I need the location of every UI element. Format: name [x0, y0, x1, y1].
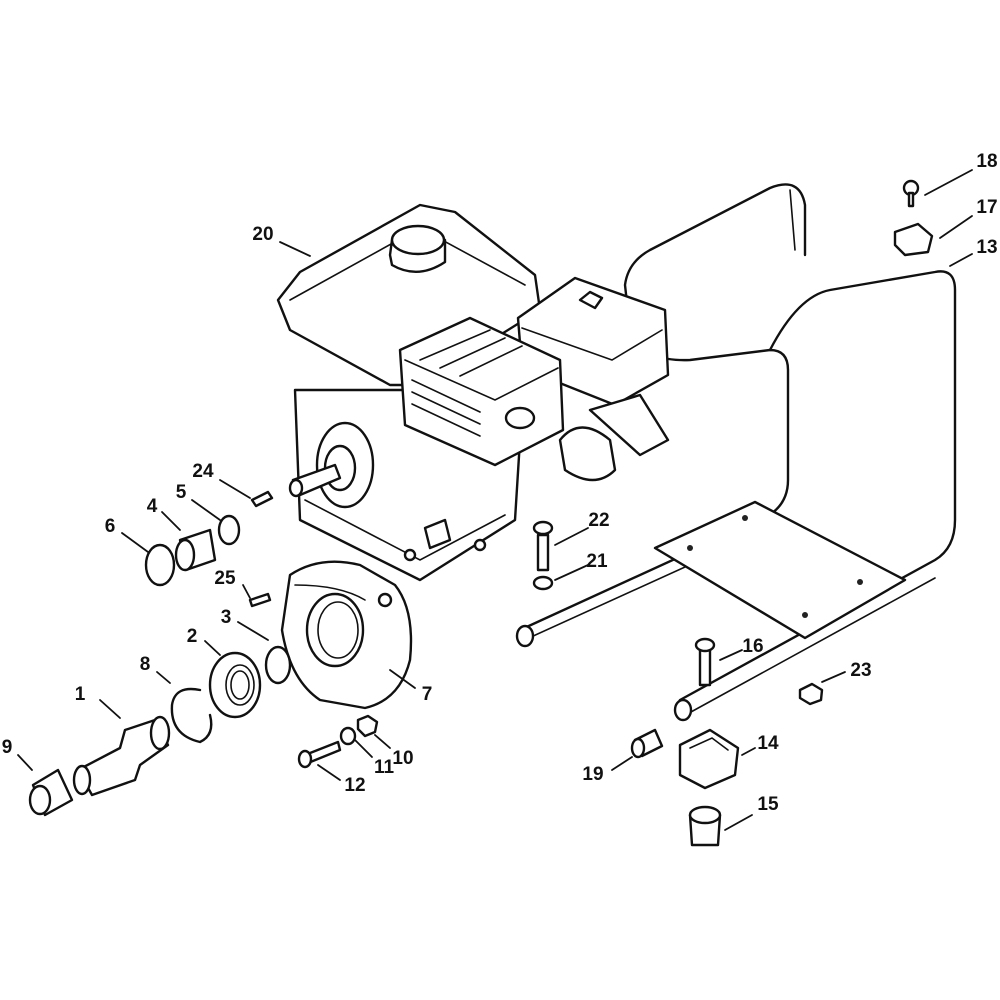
callout-10: 10	[392, 748, 413, 769]
callout-2: 2	[187, 626, 198, 647]
cap-part-15[interactable]	[688, 805, 722, 847]
callout-6: 6	[105, 516, 116, 537]
callout-1: 1	[75, 684, 86, 705]
housing-part-7[interactable]	[280, 560, 413, 710]
callout-5: 5	[176, 482, 187, 503]
knob-part-17[interactable]	[893, 222, 934, 257]
callout-labels: 1 2 3 4 5 6 7 8 9 10 11 12 13 14 15 16 1…	[2, 151, 998, 815]
callout-14: 14	[757, 733, 779, 754]
engine-part-20[interactable]	[276, 203, 670, 582]
callout-18: 18	[976, 151, 997, 172]
plug-part-19[interactable]	[630, 728, 664, 759]
callout-9: 9	[2, 737, 13, 758]
washer-part-11[interactable]	[339, 726, 357, 746]
callout-4: 4	[147, 496, 158, 517]
sleeve-part-9[interactable]	[28, 768, 74, 817]
bolt-part-12[interactable]	[297, 740, 342, 769]
bearing-part-2[interactable]	[208, 651, 262, 719]
nut-part-10[interactable]	[356, 714, 379, 738]
bushing-part-4[interactable]	[174, 528, 217, 572]
callout-15: 15	[757, 794, 779, 815]
foot-part-14[interactable]	[678, 728, 740, 790]
washer-part-21[interactable]	[532, 575, 554, 591]
nut-part-23[interactable]	[798, 682, 824, 706]
callout-20: 20	[252, 224, 273, 245]
callout-23: 23	[850, 660, 871, 681]
callout-3: 3	[221, 607, 232, 628]
callout-12: 12	[344, 775, 365, 796]
callout-7: 7	[422, 684, 433, 705]
key-part-24[interactable]	[250, 490, 274, 508]
seal-ring-part-6[interactable]	[144, 543, 176, 587]
callout-16: 16	[742, 636, 763, 657]
frame-part-13[interactable]	[515, 183, 957, 722]
callout-22: 22	[588, 510, 609, 531]
shaft-part-1[interactable]	[72, 715, 171, 797]
callout-25: 25	[214, 568, 236, 589]
callout-11: 11	[374, 757, 395, 778]
leader-lines	[17, 169, 973, 831]
pin-part-25[interactable]	[248, 592, 272, 608]
callout-19: 19	[582, 764, 603, 785]
bolt-part-16[interactable]	[694, 637, 716, 687]
callout-8: 8	[140, 654, 151, 675]
callout-21: 21	[586, 551, 608, 572]
o-ring-part-5[interactable]	[217, 514, 241, 546]
callout-13: 13	[976, 237, 997, 258]
screw-part-18[interactable]	[902, 179, 920, 208]
circlip-part-8[interactable]	[170, 687, 213, 744]
callout-17: 17	[976, 197, 997, 218]
ring-part-3[interactable]	[264, 645, 292, 685]
bolt-part-22[interactable]	[532, 520, 554, 572]
callout-24: 24	[192, 461, 214, 482]
